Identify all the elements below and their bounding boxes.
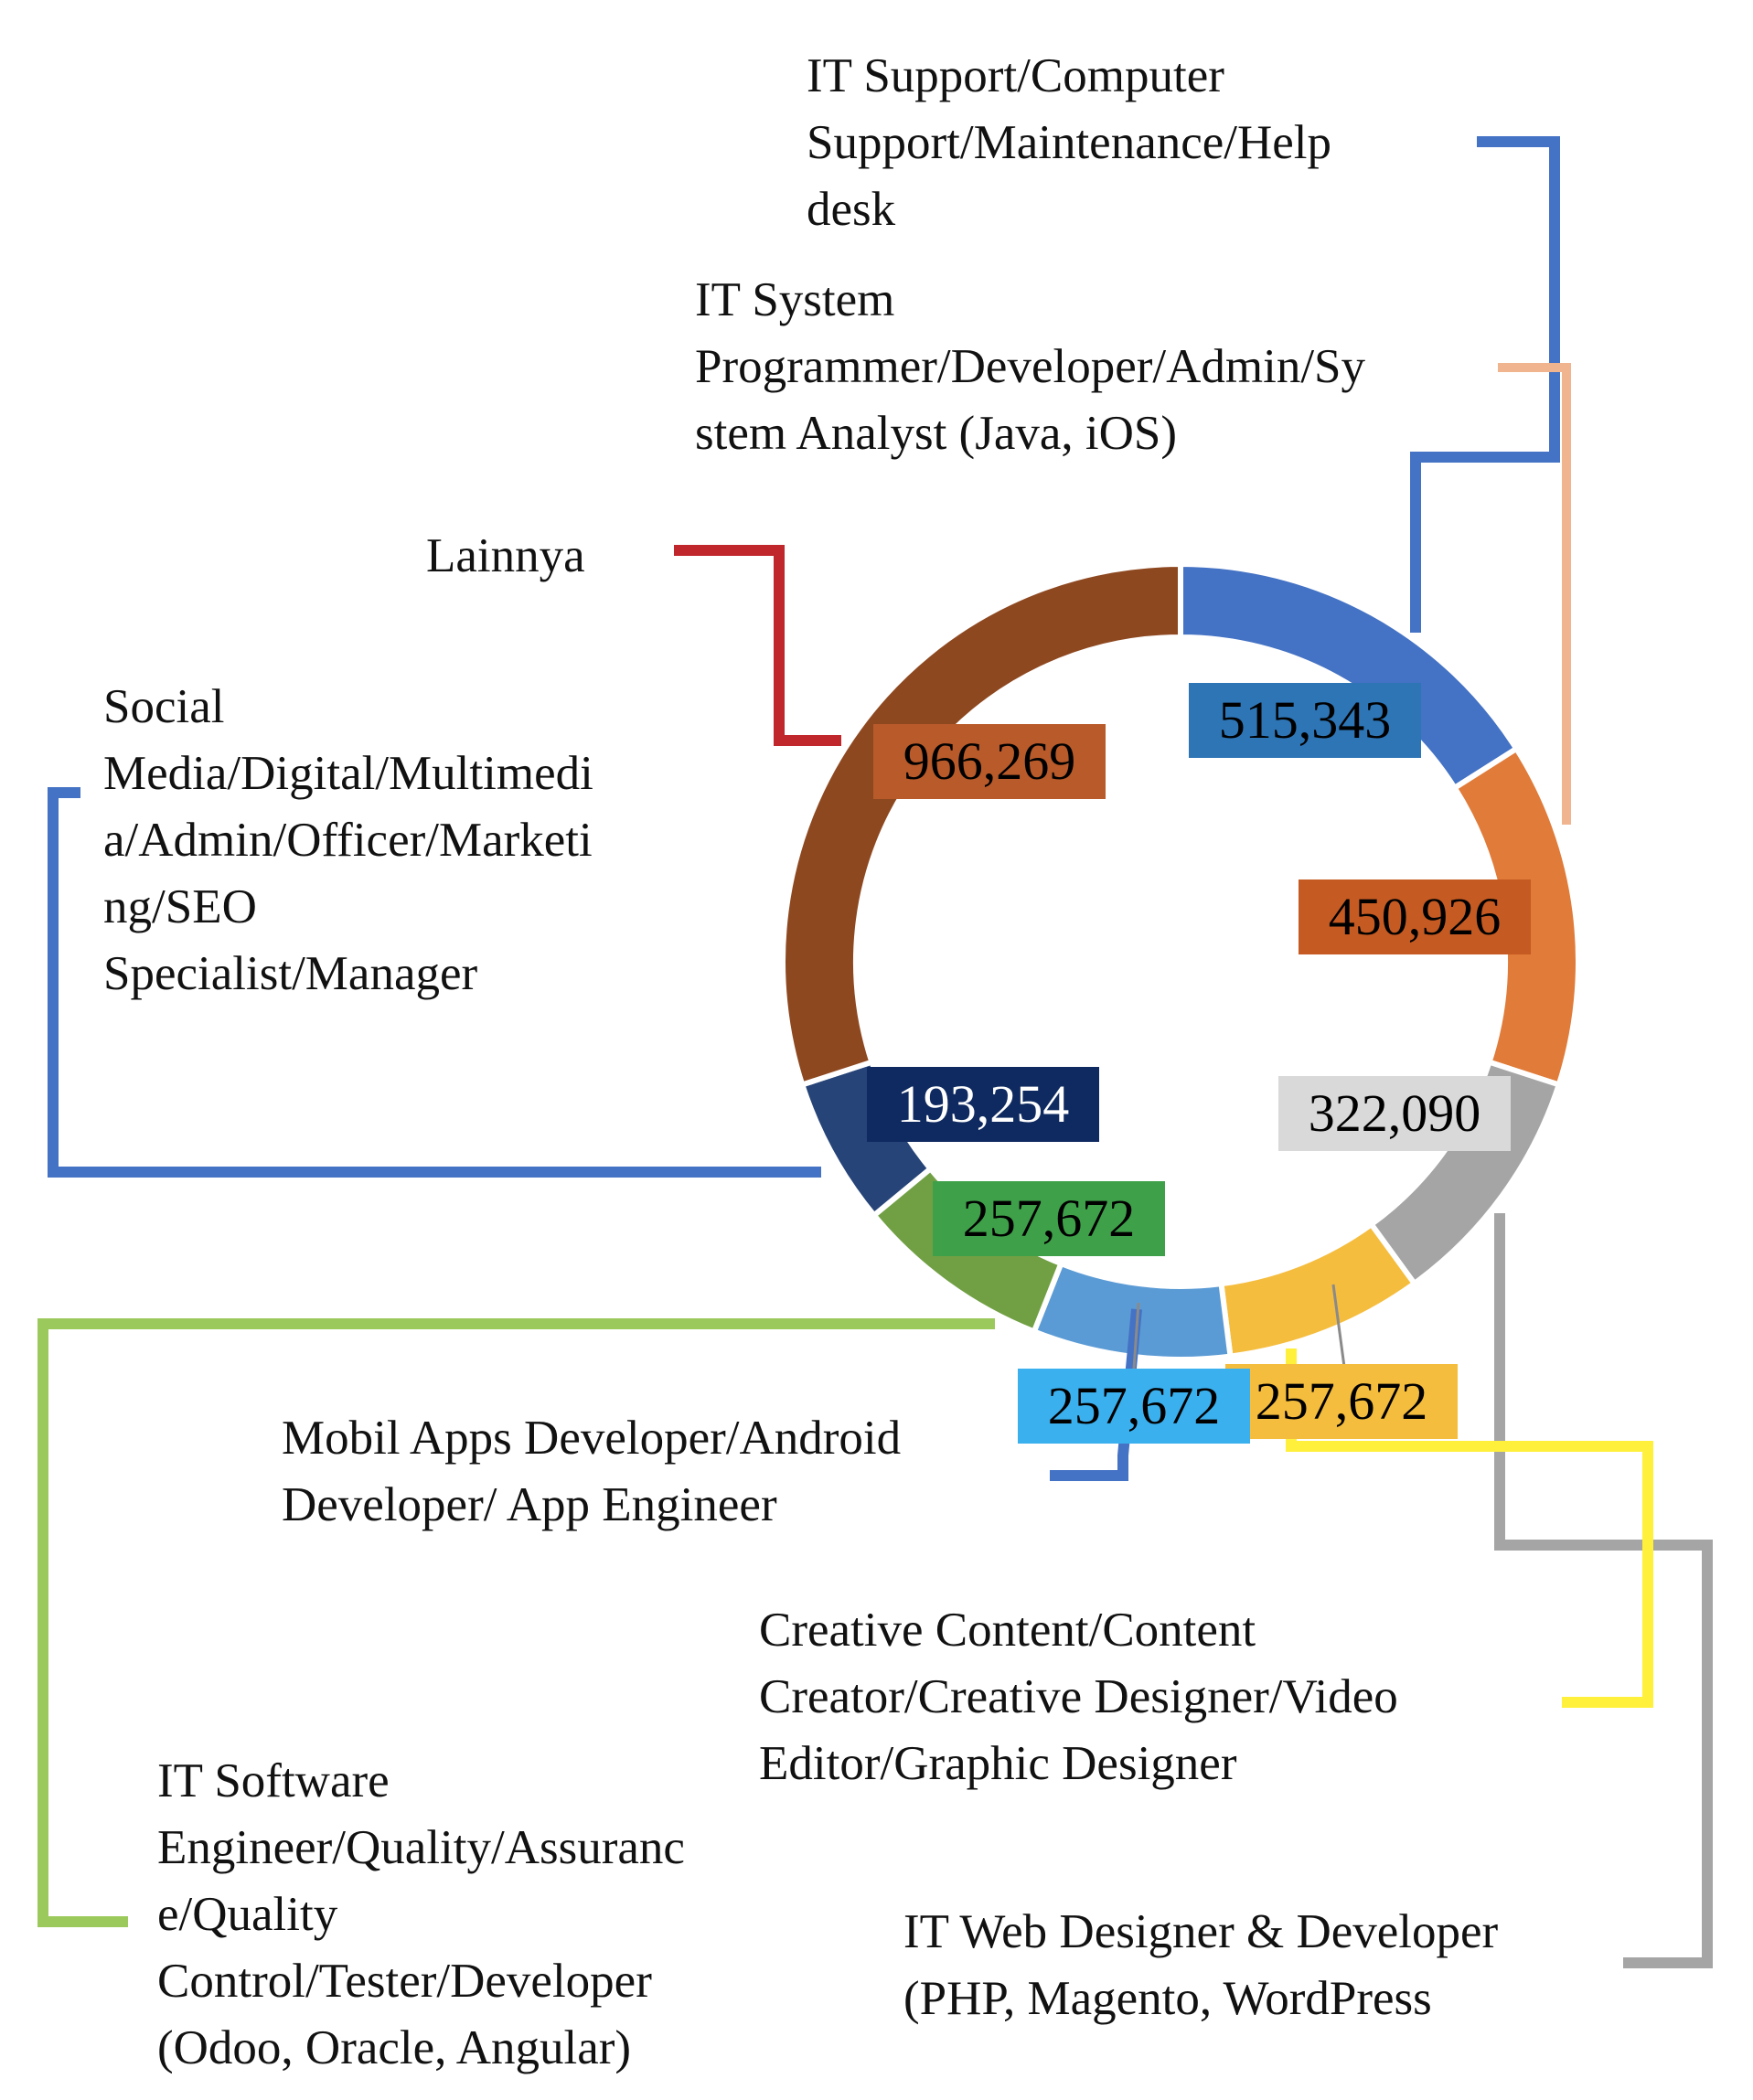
leader-line-social-media — [48, 787, 821, 1178]
leader-line-it-system — [1498, 363, 1571, 825]
donut-slices — [780, 561, 1581, 1362]
value-label-it-software: 257,672 — [933, 1181, 1165, 1256]
category-label-social-media: Social Media/Digital/Multimedi a/Admin/O… — [103, 680, 593, 1000]
value-label-social-media: 193,254 — [867, 1067, 1099, 1142]
value-label-it-web: 322,090 — [1278, 1076, 1511, 1151]
value-label-creative-content: 257,672 — [1225, 1364, 1458, 1439]
leader-line-it-software — [37, 1318, 995, 1927]
value-label-mobile-apps: 257,672 — [1018, 1369, 1250, 1444]
label-tick-creative-content — [1331, 1284, 1346, 1368]
value-label-it-support: 515,343 — [1189, 683, 1421, 758]
label-tick-mobile-apps — [1132, 1302, 1140, 1370]
donut-slice-creative-content — [1218, 1221, 1417, 1359]
leader-line-lainnya — [674, 545, 841, 746]
value-label-it-system: 450,926 — [1299, 879, 1531, 954]
category-label-lainnya: Lainnya — [426, 529, 585, 582]
category-label-it-web: IT Web Designer & Developer (PHP, Magent… — [903, 1905, 1499, 2025]
donut-slice-lainnya — [780, 561, 1183, 1088]
leader-line-it-support — [1410, 136, 1560, 633]
category-label-mobile-apps: Mobil Apps Developer/Android Developer/ … — [282, 1412, 902, 1531]
leader-line-it-web — [1494, 1213, 1713, 1968]
leader-lines — [37, 136, 1713, 1968]
category-label-it-support: IT Support/Computer Support/Maintenance/… — [807, 49, 1332, 236]
value-label-lainnya: 966,269 — [873, 724, 1106, 799]
category-label-it-software: IT Software Engineer/Quality/Assuranc e/… — [157, 1754, 685, 2074]
category-label-it-system: IT System Programmer/Developer/Admin/Sy … — [695, 273, 1366, 460]
category-label-creative-content: Creative Content/Content Creator/Creativ… — [759, 1604, 1398, 1790]
